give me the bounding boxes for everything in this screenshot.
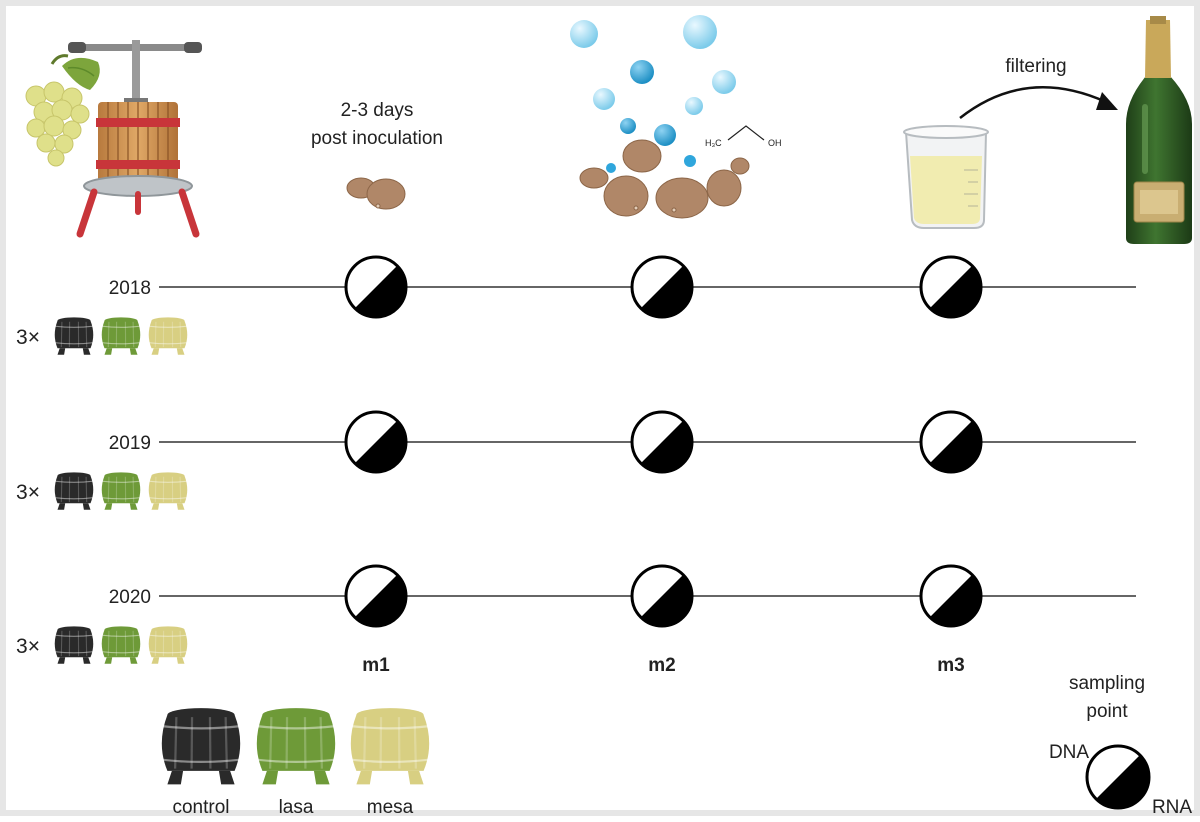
sampling-point-legend-icon xyxy=(1087,746,1149,808)
timelines: 2018 3× 2019 3× 2020 3× xyxy=(16,257,1136,664)
barrel-icon-control xyxy=(55,472,94,509)
sampling-title-line2: point xyxy=(1086,701,1128,722)
sampling-point-m2 xyxy=(632,566,692,626)
barrel-icon-mesa xyxy=(149,472,188,509)
phase-label-line2: post inoculation xyxy=(311,128,443,149)
replicate-multiplier: 3× xyxy=(16,635,40,658)
barrel-icon-mesa xyxy=(149,626,188,663)
svg-text:OH: OH xyxy=(768,138,782,148)
sampling-point-m1 xyxy=(346,412,406,472)
barrel-icon-lasa xyxy=(102,472,141,509)
barrel-icon-control xyxy=(55,626,94,663)
legend-barrel-icon-lasa xyxy=(257,708,335,784)
barrel-icon-lasa xyxy=(102,317,141,354)
legend-barrel-icon-mesa xyxy=(351,708,429,784)
stage-label-m1: m1 xyxy=(362,655,390,676)
sampling-title-line1: sampling xyxy=(1069,673,1145,694)
legend-barrel-icon-control xyxy=(162,708,240,784)
phase-label-line1: 2-3 days xyxy=(341,100,414,121)
barrel-legend xyxy=(162,708,429,784)
timeline-row-2018: 2018 3× xyxy=(16,257,1136,355)
sampling-point-m1 xyxy=(346,257,406,317)
barrel-icon-lasa xyxy=(102,626,141,663)
ethanol-molecule-icon: H₃C OH xyxy=(705,126,782,148)
sampling-point-m2 xyxy=(632,412,692,472)
legend-label-mesa: mesa xyxy=(367,797,414,818)
filtering-arrow-icon xyxy=(960,87,1118,118)
stage-label-m3: m3 xyxy=(937,655,964,676)
timeline-row-2019: 2019 3× xyxy=(16,412,1136,510)
year-label: 2018 xyxy=(109,278,151,299)
filtering-label: filtering xyxy=(1005,56,1066,77)
barrel-icon-mesa xyxy=(149,317,188,354)
year-label: 2019 xyxy=(109,433,151,454)
beaker-icon xyxy=(904,126,988,228)
experiment-diagram: 2-3 days post inoculation H₃C OH xyxy=(6,6,1200,822)
timeline-row-2020: 2020 3× xyxy=(16,566,1136,664)
sampling-point-m3 xyxy=(921,412,981,472)
grapes-icon xyxy=(26,56,100,166)
yeast-colony-icon xyxy=(580,140,749,218)
legend-label-control: control xyxy=(172,797,229,818)
sampling-point-m1 xyxy=(346,566,406,626)
svg-text:H₃C: H₃C xyxy=(705,138,722,148)
year-label: 2020 xyxy=(109,587,151,608)
sampling-dna-label: DNA xyxy=(1049,742,1089,763)
yeast-cells-icon xyxy=(347,178,405,209)
legend-label-lasa: lasa xyxy=(279,797,314,818)
sampling-rna-label: RNA xyxy=(1152,797,1192,818)
sampling-point-m3 xyxy=(921,566,981,626)
replicate-multiplier: 3× xyxy=(16,326,40,349)
replicate-multiplier: 3× xyxy=(16,481,40,504)
barrel-icon-control xyxy=(55,317,94,354)
sparkling-wine-bottle-icon xyxy=(1126,16,1192,244)
sampling-point-m2 xyxy=(632,257,692,317)
sampling-point-m3 xyxy=(921,257,981,317)
stage-label-m2: m2 xyxy=(648,655,675,676)
